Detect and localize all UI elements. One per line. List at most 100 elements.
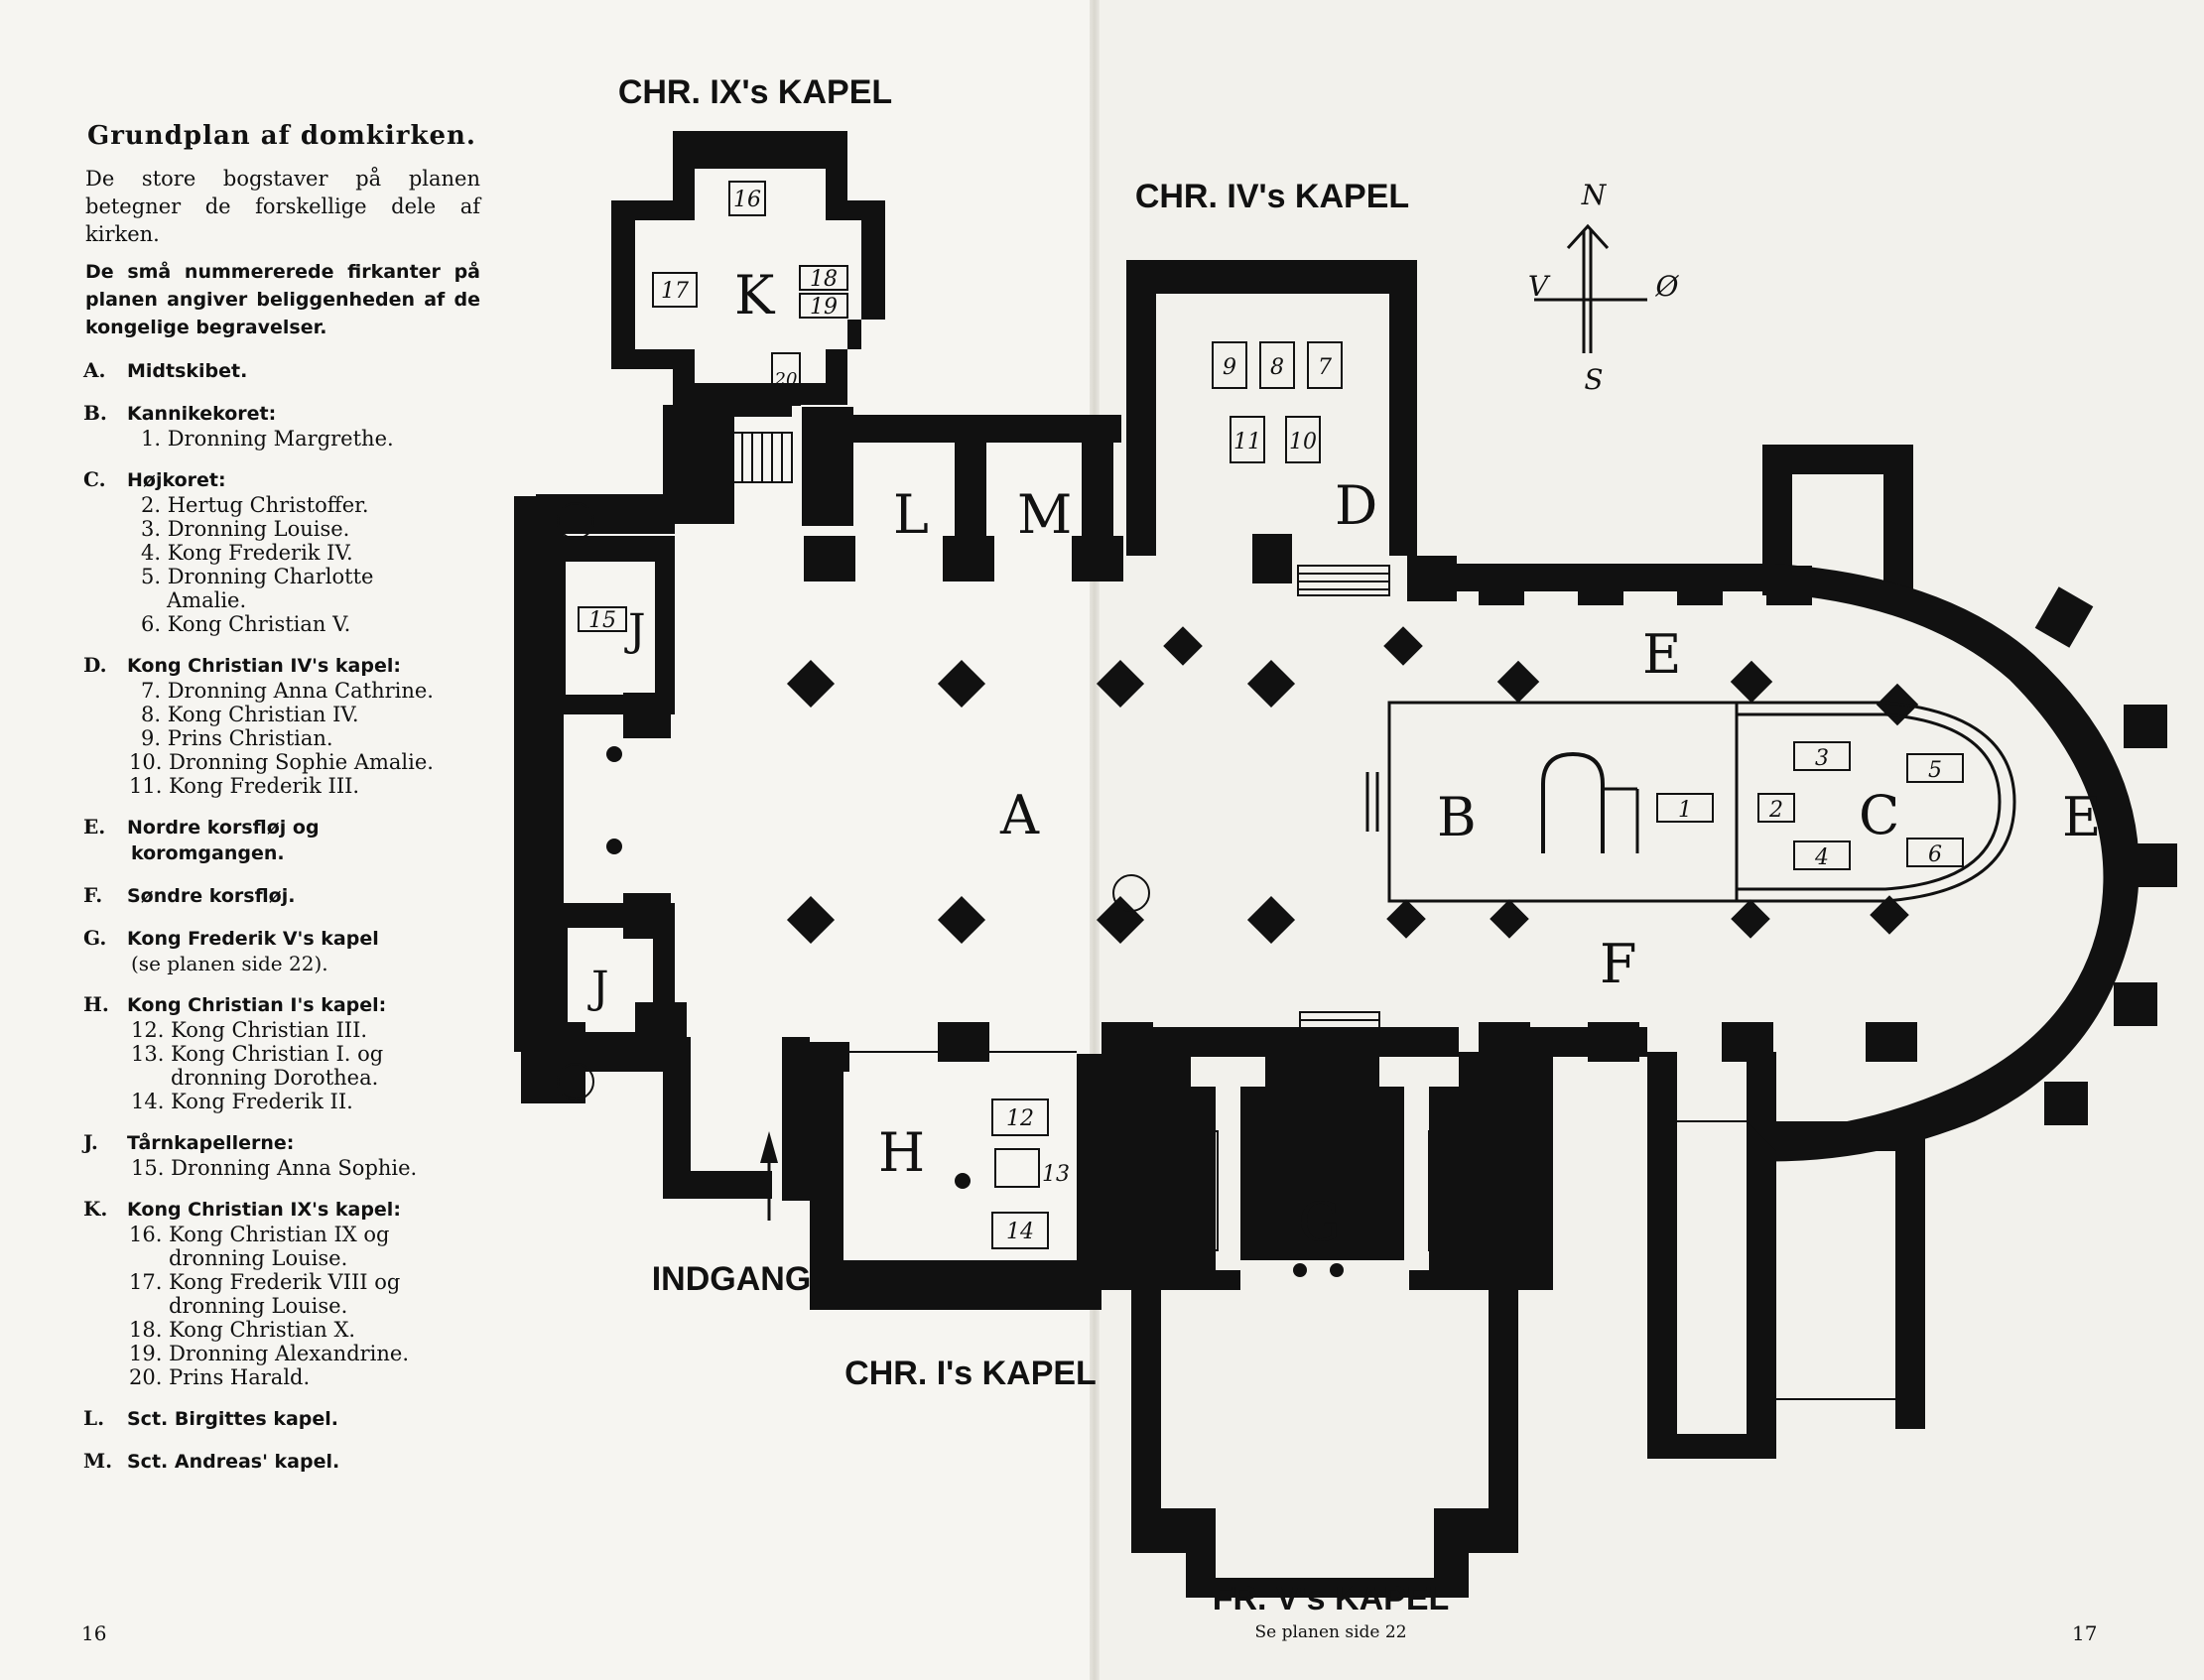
area-labels: A B C D E E F G H J J K L M (587, 264, 2101, 1253)
list-item: 16. Kong Christian IX og (129, 1223, 390, 1246)
list-item: 6. Kong Christian V. (141, 612, 351, 636)
grave-number-12: 12 (1006, 1106, 1034, 1131)
stairs (557, 432, 1452, 1251)
legend-intro-2: De små nummererede firkanter på planen a… (85, 261, 480, 338)
list-item: 5. Dronning Charlotte (141, 565, 374, 588)
area-label-c: C (1859, 784, 1899, 846)
grave-number-10: 10 (1289, 430, 1317, 454)
chapel-title-chr9: CHR. IX's KAPEL (618, 73, 892, 111)
list-item: 12. Kong Christian III. (131, 1018, 368, 1042)
legend-entry-d: D.Kong Christian IV's kapel: 7. Dronning… (83, 652, 480, 798)
legend-title: Grundplan af domkirken. (87, 121, 476, 151)
area-label-e-east: E (2062, 786, 2101, 848)
list-item: 2. Hertug Christoffer. (141, 493, 369, 517)
list-item: 7. Dronning Anna Cathrine. (141, 679, 434, 703)
compass-south-label: S (1584, 363, 1603, 396)
plan-walls (514, 131, 2177, 1598)
area-label-g: G (1298, 1191, 1341, 1253)
chapel-titles: CHR. IX's KAPEL CHR. IV's KAPEL CHR. I's… (618, 73, 1449, 1617)
grave-number-2: 2 (1768, 798, 1783, 823)
chapel-title-fr5: FR. V's KAPEL (1213, 1580, 1450, 1617)
area-label-l: L (893, 483, 929, 546)
legend-entry-g: G.Kong Frederik V's kapel (se planen sid… (83, 926, 379, 975)
area-label-k: K (734, 264, 776, 326)
list-item: dronning Louise. (169, 1246, 348, 1270)
entrance-label: INDGANG (652, 1260, 812, 1298)
grave-number-17: 17 (661, 279, 689, 304)
grave-number-6: 6 (1928, 842, 1942, 867)
area-label-j-north: J (624, 605, 646, 656)
list-item: 15. Dronning Anna Sophie. (131, 1156, 418, 1180)
list-item: 17. Kong Frederik VIII og (129, 1270, 401, 1294)
grave-number-1: 1 (1678, 798, 1692, 823)
grave-number-4: 4 (1814, 845, 1829, 870)
list-item: 9. Prins Christian. (141, 726, 333, 750)
grave-number-16: 16 (733, 188, 761, 212)
grave-number-13: 13 (1042, 1162, 1070, 1187)
grave-number-5: 5 (1928, 758, 1942, 783)
grave-boxes (578, 181, 1964, 1249)
page-fold (1090, 0, 1100, 1680)
compass-labels: N S V Ø (1528, 179, 1680, 396)
legend-entry-f: F.Søndre korsfløj. (83, 883, 296, 907)
legend-entry-e: E.Nordre korsfløj og koromgangen. (83, 815, 320, 864)
list-item: 19. Dronning Alexandrine. (129, 1342, 410, 1365)
chapel-title-chr4: CHR. IV's KAPEL (1135, 178, 1409, 215)
compass-north-label: N (1581, 179, 1608, 211)
legend-entry-j: J.Tårnkapellerne: 15. Dronning Anna Soph… (83, 1129, 480, 1180)
list-item: 18. Kong Christian X. (129, 1318, 356, 1342)
area-label-a: A (999, 784, 1040, 846)
grave-number-7: 7 (1318, 355, 1332, 380)
area-label-f: F (1600, 933, 1636, 995)
list-item: 4. Kong Frederik IV. (141, 541, 353, 565)
legend-entry-m: M.Sct. Andreas' kapel. (83, 1449, 340, 1473)
list-item: 1. Dronning Margrethe. (141, 427, 394, 451)
legend-entry-h: H.Kong Christian I's kapel: 12. Kong Chr… (83, 991, 480, 1113)
choir-enclosure (1365, 701, 2016, 903)
area-label-h: H (878, 1121, 925, 1184)
grave-number-15: 15 (588, 608, 616, 633)
grave-number-14: 14 (1006, 1220, 1034, 1244)
legend-intro-1: De store bogstaver på planen betegner de… (85, 167, 480, 246)
legend-entry-b: B.Kannikekoret: 1. Dronning Margrethe. (83, 400, 480, 451)
list-item: 3. Dronning Louise. (141, 517, 350, 541)
fr5-note: Se planen side 22 (1254, 1622, 1406, 1642)
legend: Grundplan af domkirken. De store bogstav… (83, 121, 480, 1475)
area-label-j-south: J (587, 963, 609, 1013)
grave-number-19: 19 (810, 295, 838, 320)
area-label-d: D (1335, 474, 1377, 537)
compass-west-label: V (1528, 270, 1551, 303)
grave-number-18: 18 (810, 267, 838, 292)
grave-number-11: 11 (1233, 430, 1261, 454)
list-item: Amalie. (167, 588, 247, 612)
area-label-b: B (1437, 786, 1477, 848)
list-item: dronning Dorothea. (171, 1066, 379, 1090)
list-item: 10. Dronning Sophie Amalie. (129, 750, 434, 774)
legend-entry-a: A.Midtskibet. (83, 358, 248, 382)
area-label-e-north: E (1642, 623, 1681, 686)
list-item: 20. Prins Harald. (129, 1365, 311, 1389)
page-number-left: 16 (81, 1621, 107, 1645)
window-lines (843, 265, 1895, 1400)
grave-number-8: 8 (1270, 355, 1284, 380)
grave-number-3: 3 (1815, 746, 1829, 771)
entrance-arrow (760, 1131, 778, 1221)
grave-number-9: 9 (1223, 355, 1236, 380)
list-item: 14. Kong Frederik II. (131, 1090, 353, 1113)
list-item: 8. Kong Christian IV. (141, 703, 359, 726)
nave-piers (606, 626, 1919, 1277)
legend-entry-l: L.Sct. Birgittes kapel. (83, 1406, 338, 1430)
list-item: 13. Kong Christian I. og (131, 1042, 384, 1066)
grave-numbers: 1 2 3 4 5 6 7 8 9 10 11 12 13 14 15 16 1… (588, 188, 1942, 1244)
chapel-title-chr1: CHR. I's KAPEL (844, 1355, 1097, 1392)
area-label-m: M (1017, 483, 1072, 546)
legend-entry-c: C.Højkoret: 2. Hertug Christoffer. 3. Dr… (83, 466, 480, 636)
legend-entry-k: K.Kong Christian IX's kapel: 16. Kong Ch… (83, 1196, 480, 1389)
compass-east-label: Ø (1655, 270, 1680, 303)
list-item: 11. Kong Frederik III. (129, 774, 360, 798)
compass-rose (1534, 223, 1647, 353)
grave-number-20: 20 (774, 369, 798, 390)
list-item: dronning Louise. (169, 1294, 348, 1318)
page-number-right: 17 (2072, 1621, 2098, 1645)
